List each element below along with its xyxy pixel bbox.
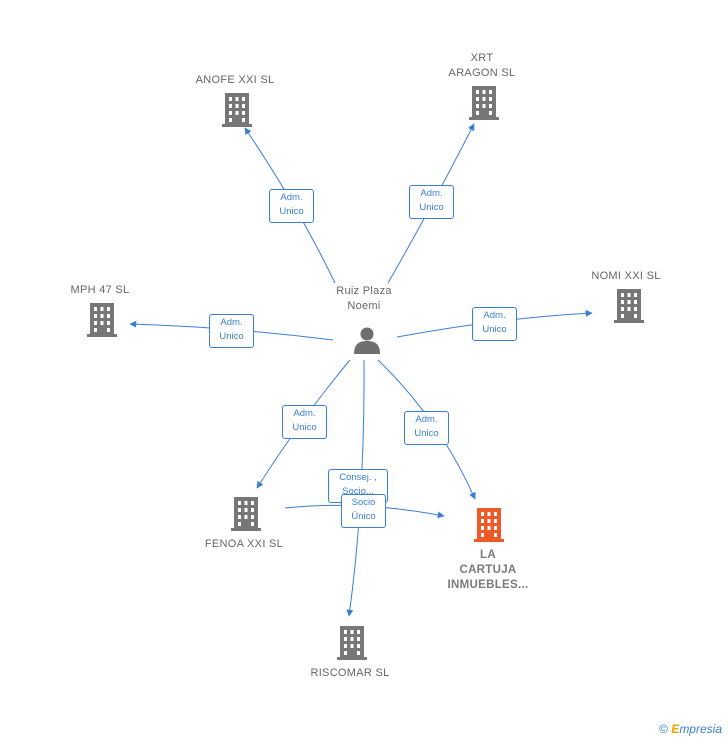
building-icon[interactable] — [222, 93, 252, 127]
edge-label-xrt[interactable]: Adm. Unico — [409, 185, 454, 219]
edge-label-anofe[interactable]: Adm. Unico — [269, 189, 314, 223]
building-icon[interactable] — [87, 303, 117, 337]
brand-e: E — [671, 722, 680, 736]
copyright-symbol: © — [659, 722, 668, 736]
building-icon[interactable] — [614, 289, 644, 323]
edge-label-fenoa[interactable]: Adm. Unico — [282, 405, 327, 439]
empresia-watermark: © Empresia — [659, 722, 722, 736]
company-name-mph[interactable]: MPH 47 SL — [70, 284, 130, 296]
building-icon[interactable] — [474, 508, 504, 542]
person-icon[interactable] — [352, 325, 382, 355]
brand-name: mpresia — [679, 722, 722, 736]
edge-label-mph[interactable]: Adm. Unico — [209, 314, 254, 348]
building-icon[interactable] — [469, 86, 499, 120]
edge-label-cartuja[interactable]: Adm. Unico — [404, 411, 449, 445]
company-name-nomi[interactable]: NOMI XXI SL — [591, 270, 661, 282]
company-name-cartuja[interactable]: LA CARTUJA INMUEBLES... — [447, 549, 529, 591]
edge-label-fenoa-cartuja[interactable]: Socio Único — [341, 494, 386, 528]
center-person-name[interactable]: Ruiz Plaza Noemi — [336, 285, 392, 312]
company-name-riscomar[interactable]: RISCOMAR SL — [310, 667, 390, 679]
company-name-xrt[interactable]: XRT ARAGON SL — [448, 52, 516, 79]
building-icon[interactable] — [231, 497, 261, 531]
edge-label-nomi[interactable]: Adm. Unico — [472, 307, 517, 341]
company-name-anofe[interactable]: ANOFE XXI SL — [195, 74, 275, 86]
building-icon[interactable] — [337, 626, 367, 660]
company-name-fenoa[interactable]: FENOA XXI SL — [204, 538, 284, 550]
